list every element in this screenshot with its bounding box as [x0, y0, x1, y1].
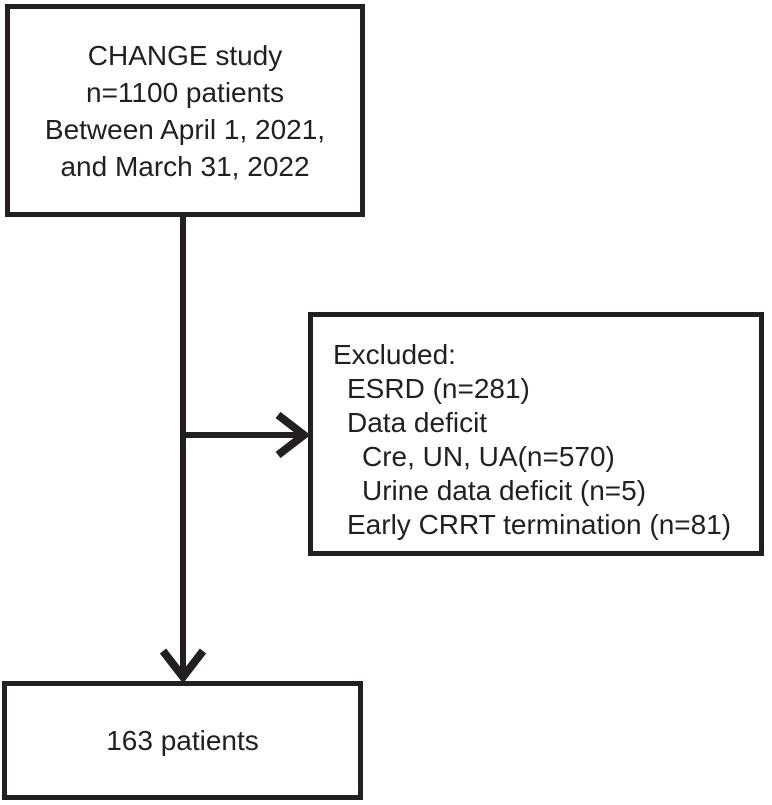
down-arrow-head	[159, 648, 207, 684]
excluded-item-data-deficit: Data deficit	[347, 407, 488, 438]
study-box-line-1: CHANGE study	[87, 39, 283, 71]
study-box: CHANGE study n=1100 patients Between Apr…	[5, 4, 365, 217]
excluded-item-urine-data: Urine data deficit (n=5)	[362, 475, 647, 506]
excluded-item-early-crrt: Early CRRT termination (n=81)	[347, 509, 732, 540]
final-box: 163 patients	[2, 681, 363, 800]
right-arrow-head	[275, 411, 311, 459]
final-box-line: 163 patients	[106, 725, 259, 756]
excluded-item-cre-un-ua: Cre, UN, UA(n=570)	[362, 441, 615, 472]
study-box-line-2: n=1100 patients	[86, 76, 284, 108]
excluded-box: Excluded: ESRD (n=281) Data deficit Cre,…	[308, 312, 764, 556]
excluded-box-header: Excluded:	[333, 339, 456, 370]
study-box-line-3: Between April 1, 2021,	[44, 113, 326, 145]
excluded-item-esrd: ESRD (n=281)	[347, 373, 530, 404]
study-box-line-4: and March 31, 2022	[60, 150, 310, 182]
